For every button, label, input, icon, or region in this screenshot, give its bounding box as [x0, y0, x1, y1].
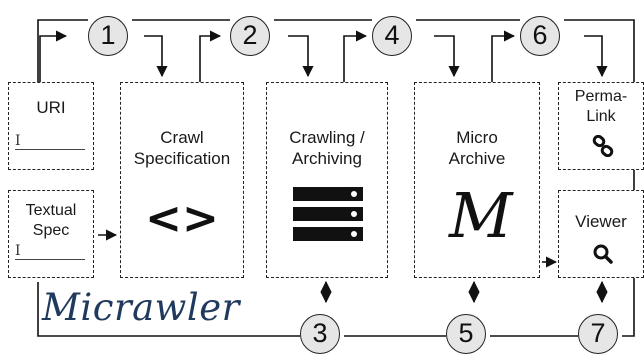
micro-archive-label: Micro Archive [448, 128, 506, 168]
server-rack-icon [293, 187, 363, 241]
viewer-box[interactable]: Viewer [558, 190, 644, 278]
text-cursor-icon: I [15, 243, 21, 259]
permalink-box[interactable]: Perma- Link [558, 82, 644, 170]
crawling-archiving-box: Crawling / Archiving [266, 82, 388, 278]
uri-input-box[interactable]: URI I [8, 82, 94, 170]
text-cursor-icon: I [15, 133, 21, 149]
step-4-circle: 4 [372, 16, 412, 56]
step-5-circle: 5 [446, 314, 486, 354]
crawl-specification-box: Crawl Specification <> [120, 82, 244, 278]
step-3-circle: 3 [300, 314, 340, 354]
step-7-circle: 7 [578, 314, 618, 354]
magnifier-icon [593, 244, 613, 264]
permalink-label: Perma- Link [574, 88, 628, 125]
textual-spec-label: Textual Spec [25, 202, 77, 239]
chain-link-icon [592, 135, 614, 157]
micro-archive-box: Micro Archive M [414, 82, 540, 278]
micrawler-logo: Micrawler [42, 286, 240, 329]
step-1-circle: 1 [88, 16, 128, 56]
uri-input-underline [15, 149, 85, 150]
uri-label: URI [36, 98, 66, 117]
crawling-archiving-label: Crawling / Archiving [289, 128, 365, 168]
viewer-label: Viewer [575, 212, 627, 231]
step-2-circle: 2 [230, 16, 270, 56]
code-brackets-icon: <> [145, 193, 219, 244]
textual-spec-input-box[interactable]: Textual Spec I [8, 190, 94, 278]
script-m-icon: M [449, 179, 513, 252]
step-6-circle: 6 [520, 16, 560, 56]
textual-spec-input-underline [15, 259, 85, 260]
crawl-specification-label: Crawl Specification [133, 128, 231, 168]
